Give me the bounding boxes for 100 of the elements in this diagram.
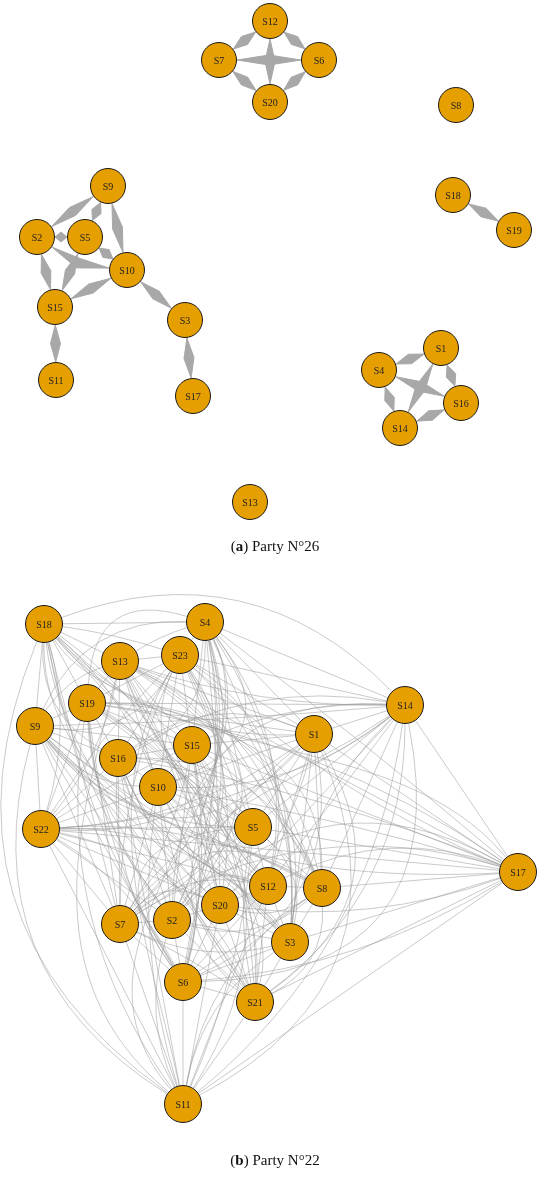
graph-node: S21 <box>236 983 274 1021</box>
graph-node: S14 <box>386 686 424 724</box>
edge-line <box>191 638 241 991</box>
edge-line <box>132 890 204 911</box>
edge-lens <box>395 353 425 365</box>
graph-node: S7 <box>201 42 237 78</box>
edge-line <box>45 666 103 711</box>
edge-line <box>42 642 102 750</box>
edge-line <box>227 844 246 888</box>
edge-line <box>193 1017 245 1089</box>
edge-line <box>101 714 239 816</box>
edge-line <box>193 763 277 930</box>
edge-line <box>138 828 235 967</box>
edge-line <box>54 770 105 817</box>
edge-line <box>340 873 500 887</box>
edge-line <box>59 830 500 871</box>
graph-node: S23 <box>161 636 199 674</box>
edge-lens <box>445 364 457 387</box>
graph-node: S11 <box>164 1085 202 1123</box>
graph-node: S19 <box>496 212 532 248</box>
edge-line <box>125 775 207 893</box>
edge-line <box>185 822 502 907</box>
edge-line <box>199 752 322 975</box>
edge-line <box>138 656 162 660</box>
edge-line <box>207 755 314 872</box>
graph-node: S22 <box>22 810 60 848</box>
edge-line <box>190 923 272 939</box>
edge-line <box>124 804 154 907</box>
edge-line <box>117 776 121 906</box>
edge-line <box>133 746 301 912</box>
edge-line <box>171 799 255 874</box>
edge-line <box>217 635 302 721</box>
graph-node: S18 <box>435 177 471 213</box>
edge-lens <box>50 324 61 363</box>
edge-line <box>181 874 251 905</box>
edge-line <box>291 752 313 924</box>
edge-line <box>263 749 304 812</box>
edge-line <box>189 903 262 1087</box>
edge-line <box>135 640 206 751</box>
edge-line <box>195 899 256 969</box>
edge-line <box>133 768 143 777</box>
graph-node: S2 <box>153 901 191 939</box>
edge-line <box>279 719 394 872</box>
edge-line <box>52 732 101 752</box>
edge-line <box>53 727 174 744</box>
edge-line <box>47 739 246 987</box>
edge-line <box>182 671 224 905</box>
edge-line <box>299 904 313 926</box>
graph-node: S20 <box>201 886 239 924</box>
edge-lens <box>232 31 257 50</box>
edge-line <box>132 675 180 731</box>
graph-node: S4 <box>361 352 397 388</box>
edge-line <box>193 667 293 924</box>
edge-line <box>155 937 176 1088</box>
edge-line <box>197 723 403 1093</box>
graph-node: S18 <box>25 605 63 643</box>
edge-line <box>135 837 238 914</box>
edge-line <box>42 743 113 907</box>
edge-line <box>49 845 175 1088</box>
edge-line <box>291 717 392 924</box>
edge-line <box>232 718 393 892</box>
edge-line <box>133 936 170 970</box>
edge-line <box>237 892 251 899</box>
edge-line <box>269 723 406 992</box>
edge-line <box>134 879 250 913</box>
graph-node: S1 <box>295 715 333 753</box>
edge-line <box>307 877 501 937</box>
edge-line <box>59 832 248 985</box>
edge-line <box>15 744 168 1095</box>
graph-node: S5 <box>67 219 103 255</box>
edge-line <box>118 679 120 740</box>
edge-line <box>210 735 296 744</box>
edge-line <box>137 667 297 728</box>
edge-line <box>159 805 171 902</box>
edge-line <box>222 628 388 699</box>
edge-line <box>284 847 501 878</box>
edge-lens <box>283 31 306 50</box>
edge-line <box>193 640 204 727</box>
edge-line <box>88 721 174 967</box>
edge-line <box>172 703 387 902</box>
edge-lens <box>51 196 94 227</box>
edge-line <box>46 740 306 879</box>
edge-line <box>102 712 259 871</box>
edge-line <box>329 721 398 872</box>
edge-line <box>286 886 304 888</box>
edge-line <box>206 640 221 887</box>
graph-node: S17 <box>499 853 537 891</box>
edge-line <box>201 881 503 981</box>
edge-lens <box>98 247 114 260</box>
edge-line <box>62 626 163 650</box>
edge-line <box>236 913 274 934</box>
edge-line <box>103 663 164 695</box>
edge-line <box>216 636 278 868</box>
edge-line <box>169 801 278 929</box>
graph-node: S2 <box>19 219 55 255</box>
graph-node: S10 <box>109 252 145 288</box>
edge-line <box>47 740 235 828</box>
figure-caption: (b) Party N°22 <box>230 1152 320 1169</box>
edge-line <box>60 631 104 654</box>
edge-line <box>185 670 222 964</box>
